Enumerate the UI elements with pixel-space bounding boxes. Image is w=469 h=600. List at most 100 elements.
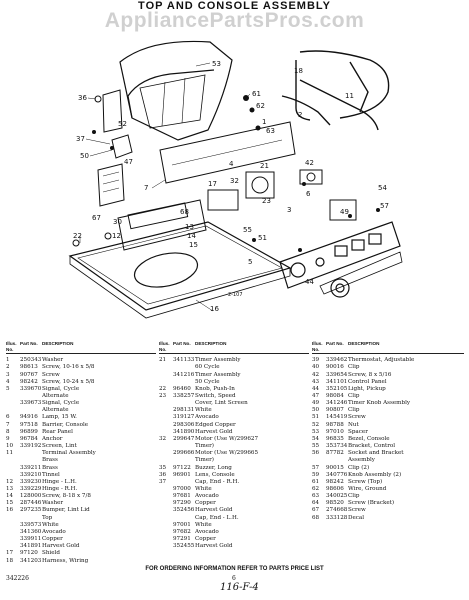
part-number xyxy=(173,479,195,486)
illus-number: 16 xyxy=(6,507,14,514)
illus-number: 7 xyxy=(6,421,10,428)
callout-57: 57 xyxy=(380,202,389,210)
part-number: 128000 xyxy=(20,493,42,500)
part-description: White xyxy=(195,486,212,492)
part-description: Thermostat, Adjustable xyxy=(348,357,415,364)
illus-number xyxy=(159,536,173,543)
illus-number xyxy=(6,393,20,400)
part-description: Washer xyxy=(42,357,64,364)
part-description: 60 Cycle xyxy=(195,364,220,371)
column-header: Illus. No. Part No. DESCRIPTION xyxy=(6,341,156,355)
illus-number: 14 xyxy=(6,493,14,500)
part-number: 298131 xyxy=(173,407,195,414)
part-description: Timer Knob Assembly xyxy=(348,400,411,407)
part-number: 341133 xyxy=(173,357,195,364)
part-number xyxy=(173,379,195,386)
callout-6: 6 xyxy=(306,190,311,198)
part-number: 96901 xyxy=(173,471,191,478)
illus-number: 42 xyxy=(312,371,320,378)
part-number: 299647 xyxy=(173,435,195,442)
part-description: Shield xyxy=(42,550,60,557)
illus-number: 43 xyxy=(312,378,320,385)
illus-number xyxy=(6,400,20,407)
part-number: 96460 xyxy=(173,385,191,392)
illus-number: 40 xyxy=(312,364,320,371)
part-description: Harness, Wiring xyxy=(42,557,89,564)
illus-number: 57 xyxy=(312,464,320,471)
part-description: Alternate xyxy=(42,407,69,414)
illus-number xyxy=(159,529,173,536)
part-number: 98520 xyxy=(326,500,344,507)
part-number: 340776 xyxy=(326,471,348,478)
callout-23: 23 xyxy=(262,197,271,205)
part-number: 339654 xyxy=(326,371,348,378)
illus-number: 1 xyxy=(6,357,10,364)
callout-12: 12 xyxy=(112,232,121,240)
part-description: White xyxy=(195,407,212,414)
parts-row: Top xyxy=(6,515,156,522)
part-number: 96835 xyxy=(326,435,344,442)
callout-17: 17 xyxy=(208,180,217,188)
parts-row: Alternate xyxy=(6,393,156,400)
illus-number: 23 xyxy=(159,392,167,399)
illus-number: 15 xyxy=(6,500,14,507)
illus-number: 18 xyxy=(6,557,14,564)
part-number: 98084 xyxy=(326,392,344,399)
illus-number: 55 xyxy=(312,443,320,450)
part-number: 340025 xyxy=(326,493,348,500)
part-description: Timer) xyxy=(195,443,214,450)
callout-5: 5 xyxy=(248,258,252,266)
part-description: Harvest Gold xyxy=(42,543,80,550)
part-number: 319127 xyxy=(173,414,195,421)
part-number xyxy=(173,400,195,407)
part-description: Wire, Ground xyxy=(348,486,387,492)
part-description: Motor (Use W/299665 xyxy=(195,450,259,457)
illus-number xyxy=(6,407,20,414)
part-number: 97681 xyxy=(173,493,191,500)
part-number: 97122 xyxy=(173,464,191,471)
part-number: 339670 xyxy=(20,385,42,392)
part-description: Cap, End - L.H. xyxy=(195,514,239,521)
illus-number: 3 xyxy=(6,371,10,378)
part-number: 98242 xyxy=(326,478,344,485)
part-number: 338257 xyxy=(173,392,195,399)
part-description: Clip xyxy=(348,493,360,500)
part-number: 352105 xyxy=(326,385,348,392)
illus-number xyxy=(6,457,20,464)
part-description: Hinge - L.H. xyxy=(42,478,77,485)
part-description: Rear Panel xyxy=(42,428,73,435)
illus-number: 50 xyxy=(312,407,320,414)
part-description: Clip xyxy=(348,364,360,371)
illus-number xyxy=(159,414,173,421)
illus-number: 21 xyxy=(159,357,167,364)
illus-number: 68 xyxy=(312,514,320,521)
callout-labels: 53 36 52 37 50 47 61 62 63 18 11 2 1 7 2… xyxy=(73,60,389,313)
part-description: Timer) xyxy=(195,457,214,464)
illus-number: 10 xyxy=(6,443,14,450)
part-description: Copper xyxy=(195,500,216,507)
part-description: Alternate xyxy=(42,392,69,399)
part-description: Buzzer, Long xyxy=(195,464,232,471)
part-description: Screw xyxy=(42,371,60,378)
illus-number xyxy=(159,450,173,457)
